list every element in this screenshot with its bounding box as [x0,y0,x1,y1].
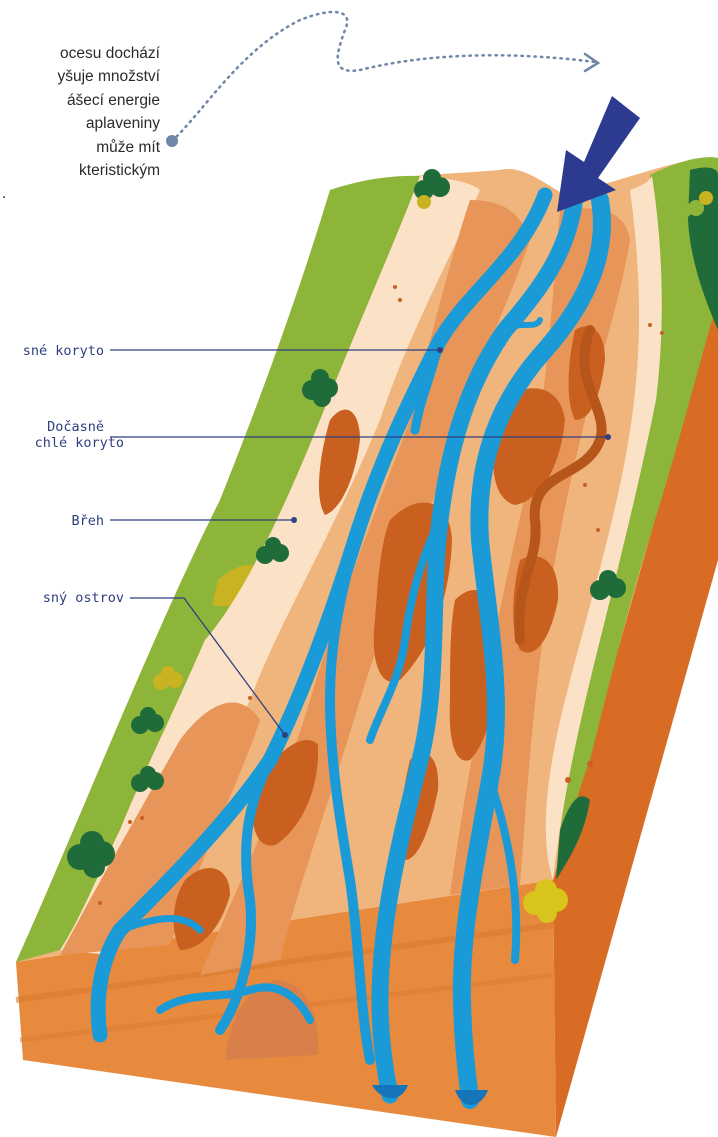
dotted-path-start-dot [166,135,178,147]
label-ostrov: sný ostrov [0,590,124,606]
label-docasne-line2: chlé koryto [0,435,124,451]
dotted-motion-path [172,12,595,141]
label-docasne-line1: Dočasně [0,419,124,435]
intro-line-6: kteristickým [0,159,160,182]
intro-line-2: yšuje množství [0,65,160,88]
label-stale-koryto: sné koryto [0,343,104,359]
dotted-path-arrowhead [585,54,598,71]
intro-line-4: aplaveniny [0,112,160,135]
label-docasne-vyschle-koryto: Dočasně chlé koryto [0,419,124,451]
intro-line-5: může mít [0,136,160,159]
intro-line-1: ocesu dochází [0,42,160,65]
intro-line-3: ášecí energie [0,89,160,112]
label-breh: Břeh [0,513,104,529]
intro-paragraph: ocesu dochází yšuje množství ášecí energ… [0,42,160,206]
intro-line-7: . [0,182,160,205]
